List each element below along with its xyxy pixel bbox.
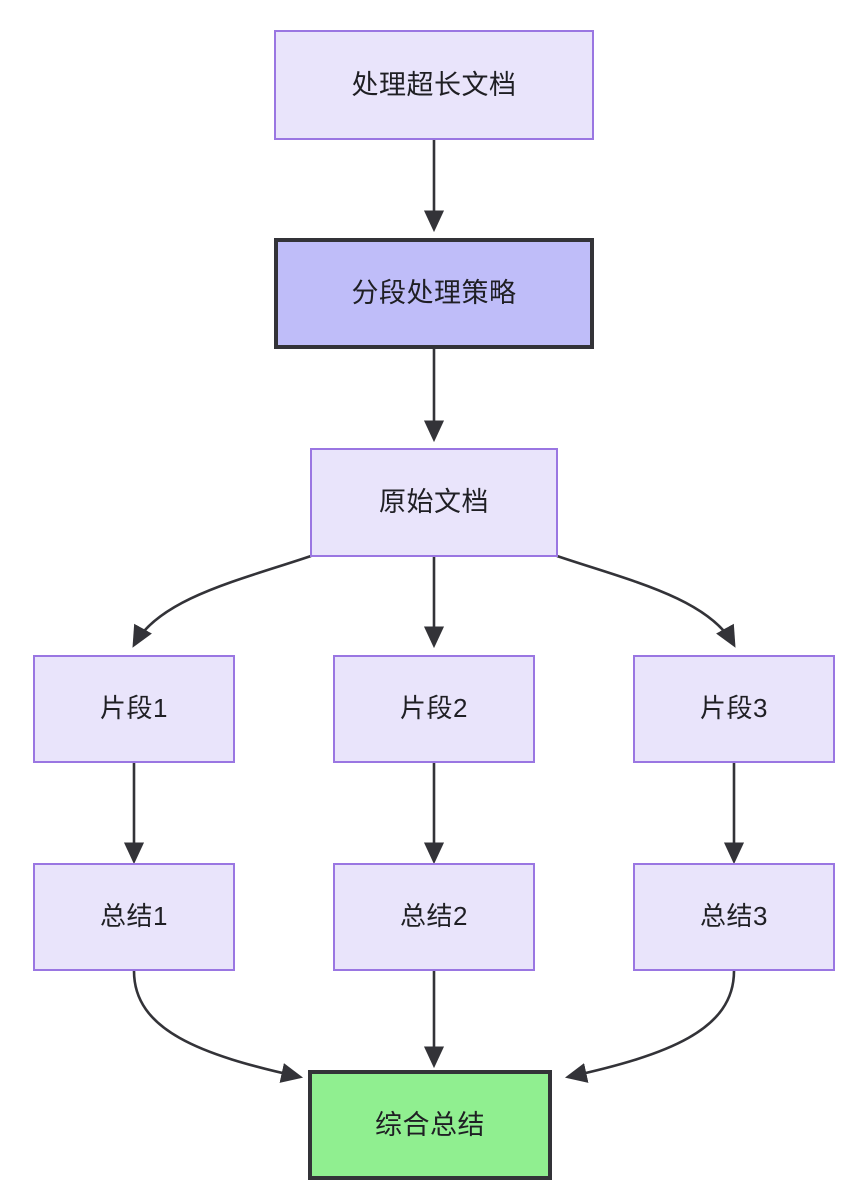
node-label: 片段2 bbox=[400, 693, 468, 724]
node-label: 分段处理策略 bbox=[351, 278, 517, 309]
node-comprehensive-summary[interactable]: 综合总结 bbox=[308, 1070, 552, 1180]
node-original-document[interactable]: 原始文档 bbox=[310, 448, 558, 557]
node-label: 总结2 bbox=[400, 901, 468, 932]
node-label: 片段3 bbox=[700, 693, 768, 724]
node-label: 片段1 bbox=[100, 693, 168, 724]
node-label: 原始文档 bbox=[379, 487, 489, 518]
node-summary-3[interactable]: 总结3 bbox=[633, 863, 835, 971]
edge-n9-n10 bbox=[564, 970, 736, 1083]
node-chunking-strategy[interactable]: 分段处理策略 bbox=[274, 238, 594, 349]
edge-n3-n6 bbox=[556, 554, 736, 648]
node-fragment-3[interactable]: 片段3 bbox=[633, 655, 835, 763]
node-fragment-1[interactable]: 片段1 bbox=[33, 655, 235, 763]
node-label: 处理超长文档 bbox=[351, 69, 517, 100]
node-label: 综合总结 bbox=[375, 1109, 485, 1140]
node-fragment-2[interactable]: 片段2 bbox=[333, 655, 535, 763]
node-process-long-document[interactable]: 处理超长文档 bbox=[274, 30, 594, 140]
edge-n7-n10 bbox=[132, 970, 304, 1083]
node-summary-1[interactable]: 总结1 bbox=[33, 863, 235, 971]
edge-n3-n4 bbox=[132, 554, 312, 648]
node-label: 总结3 bbox=[700, 901, 768, 932]
node-label: 总结1 bbox=[100, 901, 168, 932]
node-summary-2[interactable]: 总结2 bbox=[333, 863, 535, 971]
